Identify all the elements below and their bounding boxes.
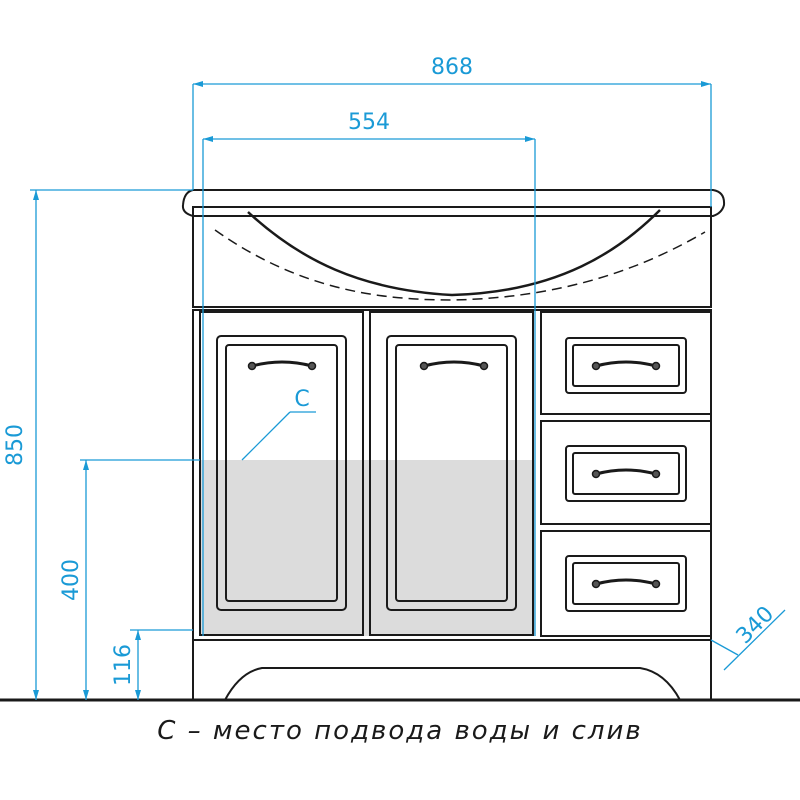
legend-note: С – место подвода воды и слив <box>157 716 643 746</box>
handle-drawer-bottom <box>591 578 661 589</box>
connection-zone <box>200 460 535 636</box>
vanity-outline <box>181 189 726 701</box>
drawer-middle <box>540 420 712 525</box>
right-door <box>369 311 534 636</box>
dim-line-depth <box>723 609 786 671</box>
basin-bowl <box>247 209 661 297</box>
handle-right-door <box>419 360 489 371</box>
dim-text-basin-width: 554 <box>348 110 390 135</box>
handle-drawer-top <box>591 360 661 371</box>
dim-text-overall-width: 868 <box>431 55 473 80</box>
connection-marker-label: C <box>294 387 309 412</box>
basin-bowl-hidden-line <box>214 229 706 301</box>
dim-text-depth: 340 <box>732 602 779 649</box>
handle-left-door <box>247 360 317 371</box>
dim-text-connection-height: 400 <box>59 559 84 601</box>
dim-text-height: 850 <box>3 424 28 466</box>
basin-countertop <box>181 189 726 217</box>
left-door <box>199 311 364 636</box>
dim-text-plinth-height: 116 <box>111 644 136 686</box>
dimension-lines <box>30 81 786 700</box>
connection-leader <box>241 411 291 461</box>
drawer-top <box>540 311 712 415</box>
plinth <box>192 639 712 701</box>
cabinet-upper-panel <box>192 206 712 308</box>
handles <box>247 360 661 589</box>
handle-drawer-middle <box>591 468 661 479</box>
drawer-bottom <box>540 530 712 637</box>
